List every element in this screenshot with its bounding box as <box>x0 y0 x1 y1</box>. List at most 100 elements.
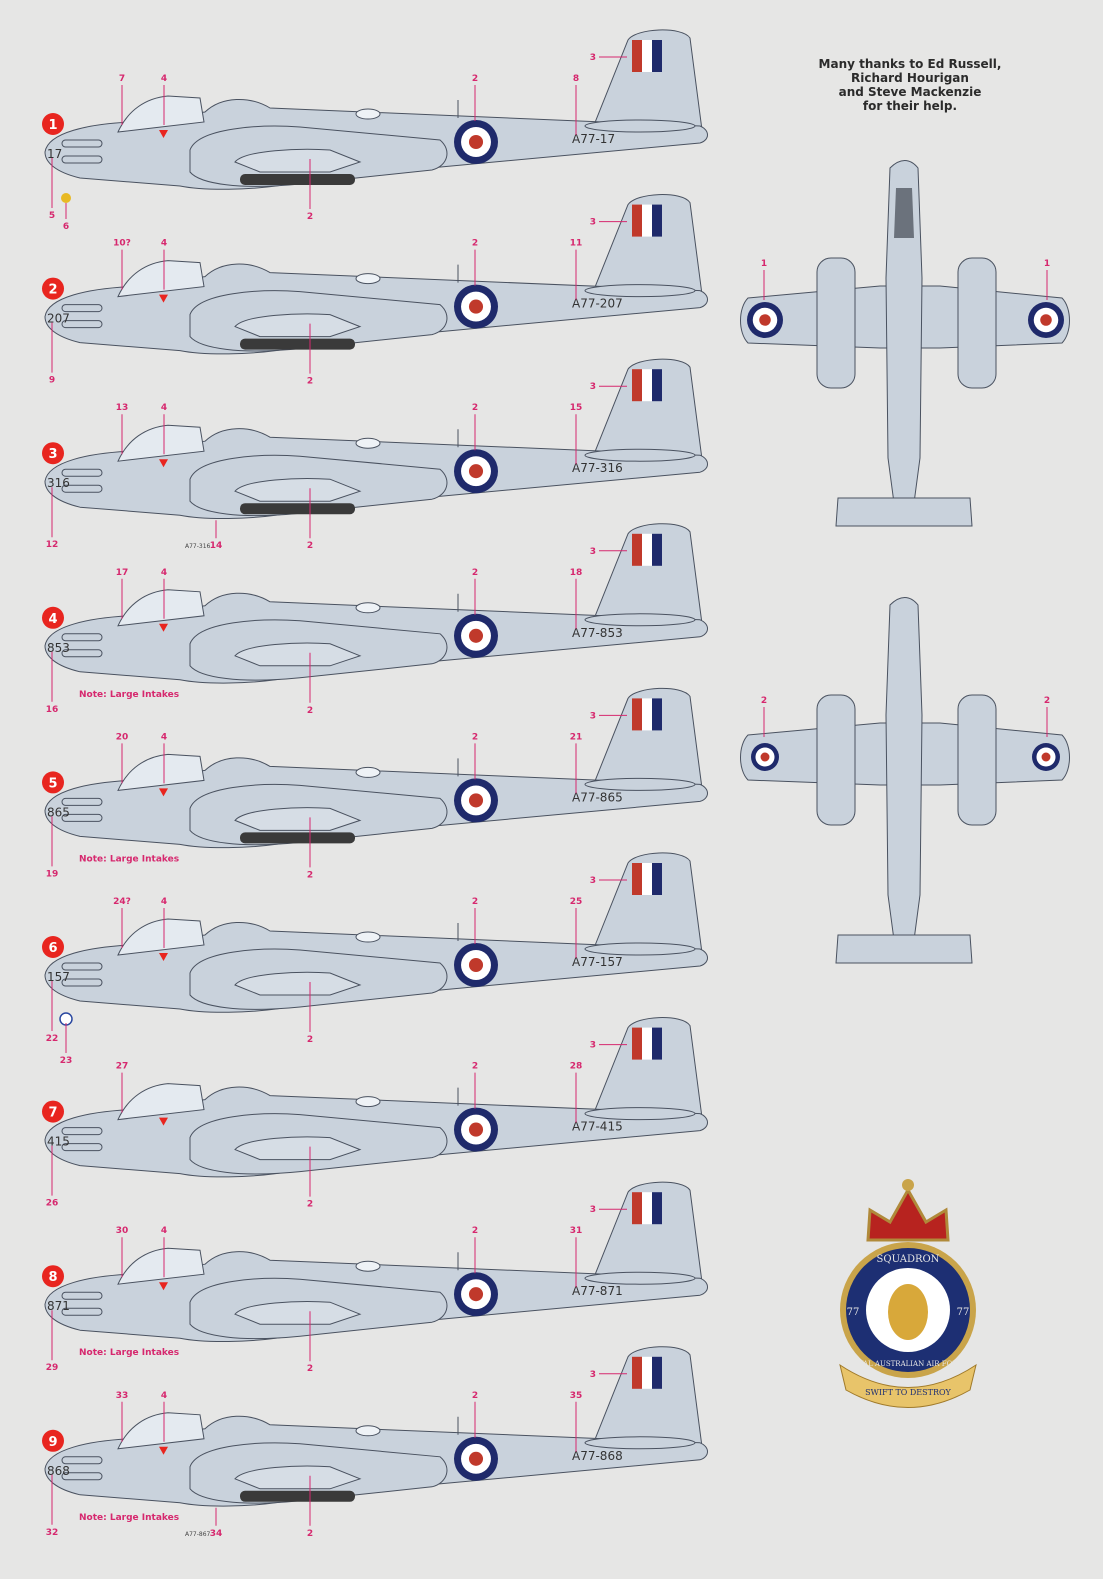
fin-flash-white <box>642 533 652 566</box>
callout-label: 2 <box>307 870 313 880</box>
callout-label: 4 <box>161 1391 167 1401</box>
callout-label: 27 <box>116 1062 129 1072</box>
callout-label: 1 <box>761 259 767 269</box>
canopy <box>117 1412 205 1450</box>
red-marker-icon <box>159 1282 168 1291</box>
serial-number: A77-871 <box>572 1284 623 1298</box>
red-marker-icon <box>159 1117 168 1126</box>
roundel-red <box>760 752 770 762</box>
canopy <box>117 95 205 133</box>
tail-fin <box>591 1346 703 1448</box>
callout-label: 2 <box>307 212 313 222</box>
profile-number: 4 <box>48 612 57 627</box>
underwing-store <box>240 503 355 515</box>
crest-ring-bottom: ROYAL AUSTRALIAN AIR FORCE <box>848 1360 968 1368</box>
nose-intake <box>61 1456 103 1465</box>
dome <box>355 273 381 285</box>
callout-label: 2 <box>472 568 478 578</box>
callout-label: 4 <box>161 74 167 84</box>
crest-ring-top: SQUADRON <box>877 1254 940 1265</box>
canopy <box>894 188 914 238</box>
callout-label: 25 <box>570 897 583 907</box>
callout-label: 22 <box>46 1034 59 1044</box>
callout-label: 3 <box>590 218 596 228</box>
dome <box>355 1425 381 1437</box>
callout-label: 2 <box>1044 696 1050 706</box>
fin-flash-blue <box>652 1356 662 1389</box>
fin-flash-red <box>632 369 642 402</box>
nose-intake <box>61 468 103 477</box>
callout-label: 2 <box>307 1364 313 1374</box>
nacelle-intake <box>234 148 362 173</box>
engine-right <box>957 257 997 389</box>
nacelle-intake <box>234 1136 362 1161</box>
nose-intake <box>61 633 103 642</box>
credits-line: and Steve Mackenzie <box>838 85 982 99</box>
callout-label: 28 <box>570 1062 583 1072</box>
nose-intake <box>61 1127 103 1136</box>
callout-label: 2 <box>307 706 313 716</box>
nacelle-intake <box>234 1465 362 1490</box>
profile-number: 1 <box>48 118 57 133</box>
nose-intake <box>61 139 103 148</box>
fin-flash-red <box>632 1027 642 1060</box>
callout-label: 2 <box>761 696 767 706</box>
nose-intake <box>61 813 103 822</box>
nose-code: 868 <box>47 1464 70 1478</box>
profile-number-badge <box>42 113 64 135</box>
callout-label: 4 <box>161 897 167 907</box>
fin-flash-red <box>632 698 642 731</box>
roundel-red <box>468 464 484 479</box>
canopy <box>117 589 205 627</box>
profile-number-badge <box>42 936 64 958</box>
serial-number: A77-157 <box>572 955 623 969</box>
nose-intake <box>61 304 103 313</box>
tailplane <box>835 497 973 527</box>
nose-intake <box>61 649 103 658</box>
nose-code: 157 <box>47 970 70 984</box>
callout-label: 32 <box>46 1528 59 1538</box>
fin-flash-white <box>642 369 652 402</box>
tailplane <box>584 1436 696 1450</box>
callout-label: 2 <box>307 377 313 387</box>
callout-label: 18 <box>570 568 583 578</box>
callout-label: 19 <box>46 869 59 879</box>
callout-label: 2 <box>472 1391 478 1401</box>
fin-flash-white <box>642 1192 652 1225</box>
roundel-red <box>468 628 484 643</box>
callout-label: 7 <box>119 74 125 84</box>
callout-label: 3 <box>590 53 596 63</box>
callout-label: 2 <box>472 239 478 249</box>
callout-label: 2 <box>307 1529 313 1539</box>
callout-label: 4 <box>161 403 167 413</box>
fin-flash-red <box>632 40 642 72</box>
small-serial: A77-316 <box>185 543 211 550</box>
callout-label: 3 <box>590 1041 596 1051</box>
callout-label: 12 <box>46 540 59 550</box>
credits-line: Richard Hourigan <box>851 71 969 85</box>
red-marker-icon <box>159 1446 168 1455</box>
serial-number: A77-17 <box>572 132 615 146</box>
callout-label: 2 <box>472 74 478 84</box>
nacelle-intake <box>234 642 362 667</box>
profile-number-badge <box>42 1100 64 1123</box>
fin-flash-red <box>632 1192 642 1225</box>
nose-intake <box>61 1143 103 1152</box>
profile-number: 2 <box>48 283 57 298</box>
underwing-store <box>240 174 355 185</box>
callout-label: 4 <box>161 1226 167 1236</box>
nose-intake <box>61 797 103 806</box>
fin-flash-white <box>642 1356 652 1389</box>
profile-number-badge <box>42 1429 64 1452</box>
fin-flash-red <box>632 1356 642 1389</box>
fin-flash-blue <box>652 533 662 566</box>
roundel-red <box>468 1451 484 1466</box>
nacelle-intake <box>234 807 362 831</box>
profile-number: 8 <box>48 1270 57 1285</box>
profile-number-badge <box>42 1265 64 1288</box>
nose-intake <box>61 155 103 164</box>
